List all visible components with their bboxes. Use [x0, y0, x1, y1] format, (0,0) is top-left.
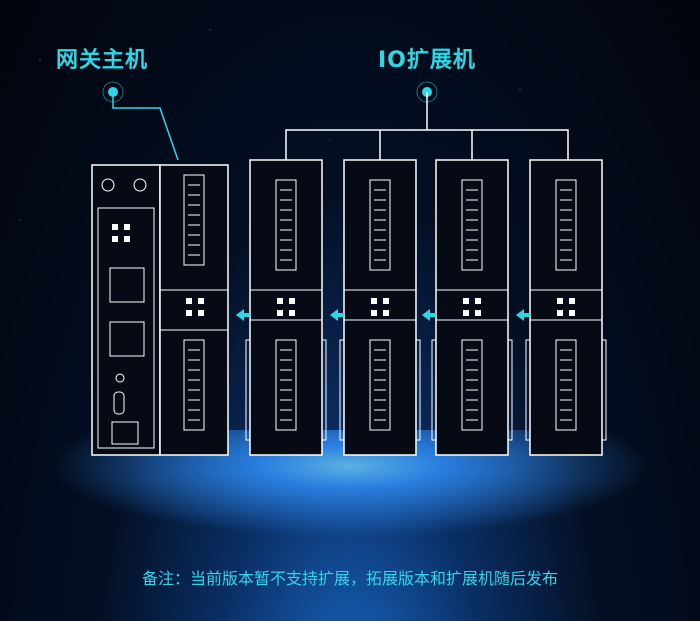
ethernet-port-2: [109, 321, 145, 357]
gateway-pointer-line: [112, 92, 179, 161]
usb-port: [113, 391, 125, 415]
arrow-left-icon: [236, 309, 244, 321]
footnote: 备注：当前版本暂不支持扩展，拓展版本和扩展机随后发布: [141, 569, 558, 588]
io-module-1: [246, 160, 326, 455]
arrow-left-icon: [330, 309, 338, 321]
gateway-host-device: [91, 164, 229, 456]
io-module-3: [432, 160, 512, 455]
gateway-label: 网关主机: [56, 48, 149, 73]
io-module-4: [526, 160, 606, 455]
arrow-left-icon: [422, 309, 430, 321]
arrow-left-icon: [516, 309, 524, 321]
io-module-2: [340, 160, 420, 455]
io-bracket-line: [285, 129, 569, 160]
io-expansion-label: IO扩展机: [378, 48, 476, 73]
data-flow-arrows: [236, 309, 530, 321]
ethernet-port-1: [109, 267, 145, 303]
